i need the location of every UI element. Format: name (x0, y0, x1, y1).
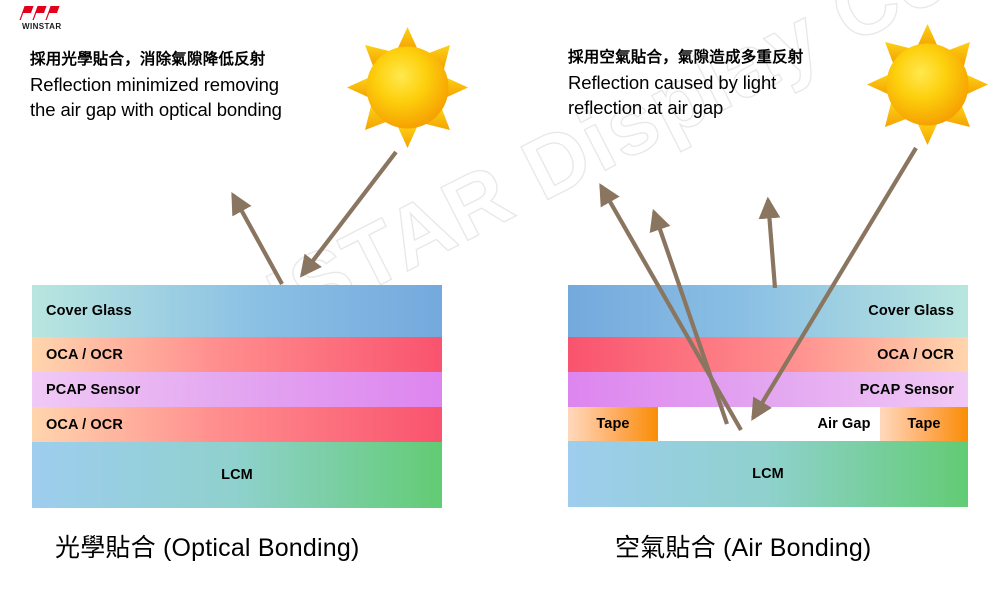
right-caption: 空氣貼合 (Air Bonding) (615, 534, 872, 562)
left-panel-heading: 採用光學貼合，消除氣隙降低反射 Reflection minimized rem… (30, 48, 282, 122)
ray-incident-left (299, 150, 398, 278)
sun-icon-left (345, 25, 470, 150)
left-heading-en-line1: Reflection minimized removing (30, 74, 280, 95)
layer-cover-glass-right: Cover Glass (568, 285, 968, 337)
tape-label: Tape (907, 416, 941, 432)
sun-icon-right (865, 22, 990, 147)
air-gap-label: Air Gap (817, 416, 871, 432)
tape-label: Tape (596, 416, 630, 432)
layer-lcm-left: LCM (32, 442, 442, 508)
layer-label: OCA / OCR (877, 346, 954, 363)
layer-air-gap-row: Tape Air Gap Tape (568, 407, 968, 441)
right-heading-en-line1: Reflection caused by light (568, 72, 777, 93)
logo-mark-icon (19, 6, 70, 20)
layer-oca-ocr-bottom-left: OCA / OCR (32, 407, 442, 442)
tape-left: Tape (568, 407, 658, 441)
left-heading-cn: 採用光學貼合，消除氣隙降低反射 (30, 51, 266, 68)
layer-oca-ocr-right: OCA / OCR (568, 337, 968, 372)
left-heading-en-line2: the air gap with optical bonding (30, 99, 282, 120)
layer-label: PCAP Sensor (46, 381, 141, 398)
layer-pcap-sensor-right: PCAP Sensor (568, 372, 968, 407)
layer-label: PCAP Sensor (859, 381, 954, 398)
layer-label: Cover Glass (46, 303, 132, 319)
right-panel-heading: 採用空氣貼合，氣隙造成多重反射 Reflection caused by lig… (568, 46, 804, 120)
layer-label: OCA / OCR (46, 346, 123, 363)
tape-right: Tape (880, 407, 968, 441)
layer-label: OCA / OCR (46, 416, 123, 433)
air-bonding-stack: Cover Glass OCA / OCR PCAP Sensor Tape A… (568, 285, 968, 507)
optical-bonding-stack: Cover Glass OCA / OCR PCAP Sensor OCA / … (32, 285, 442, 508)
layer-label: LCM (752, 466, 784, 482)
right-heading-cn: 採用空氣貼合，氣隙造成多重反射 (568, 49, 804, 66)
layer-oca-ocr-top-left: OCA / OCR (32, 337, 442, 372)
layer-label: Cover Glass (868, 303, 954, 319)
layer-cover-glass-left: Cover Glass (32, 285, 442, 337)
winstar-logo: WINSTAR (19, 6, 80, 36)
ray-reflect-cover-right (758, 196, 781, 289)
left-caption: 光學貼合 (Optical Bonding) (55, 534, 360, 562)
layer-label: LCM (221, 467, 253, 483)
layer-pcap-sensor-left: PCAP Sensor (32, 372, 442, 407)
layer-lcm-right: LCM (568, 441, 968, 507)
air-gap-region: Air Gap (658, 407, 880, 441)
right-heading-en-line2: reflection at air gap (568, 97, 724, 118)
ray-reflected-left (231, 192, 284, 286)
logo-text: WINSTAR (22, 22, 62, 31)
